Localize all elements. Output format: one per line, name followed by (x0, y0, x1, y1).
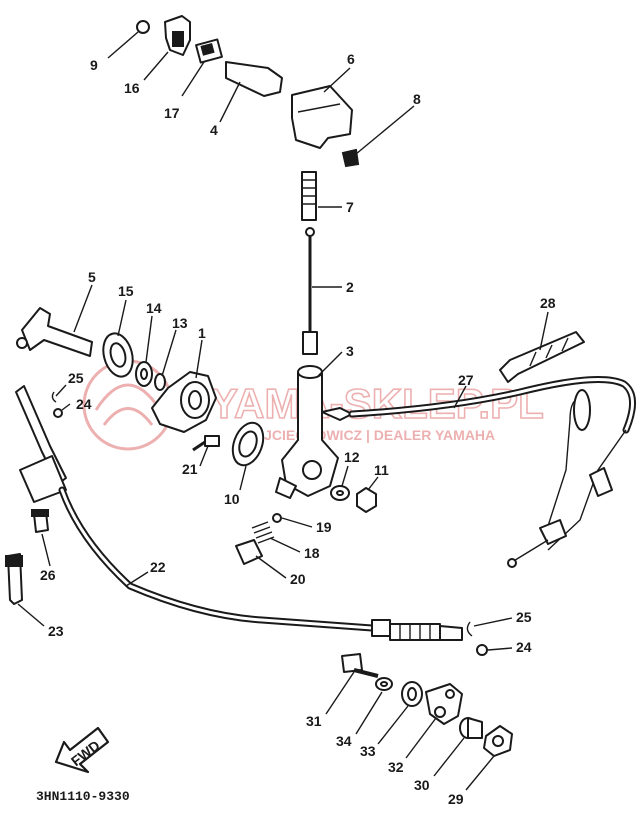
callout-22: 22 (150, 559, 166, 575)
callout-30: 30 (414, 777, 430, 793)
callout-25-upper: 25 (68, 370, 84, 386)
callout-4: 4 (210, 122, 218, 138)
callout-2: 2 (346, 279, 354, 295)
part-6-handle-grip (291, 85, 353, 149)
part-10-seal (231, 421, 265, 467)
part-4-pad (225, 61, 283, 97)
part-12-washer (330, 485, 350, 501)
fwd-arrow-icon: FWD (54, 726, 110, 774)
part-16-bracket (164, 15, 191, 56)
part-15-seal (102, 332, 134, 378)
callout-24-lower: 24 (516, 639, 532, 655)
part-3-shift-arm (275, 365, 339, 499)
callout-25-lower: 25 (516, 609, 532, 625)
callout-26: 26 (40, 567, 56, 583)
callout-18: 18 (304, 545, 320, 561)
part-11-nut (356, 487, 377, 513)
callout-3: 3 (346, 343, 354, 359)
watermark-subtitle: WOJCIECHOWICZ | DEALER YAMAHA (240, 427, 495, 443)
callout-19: 19 (316, 519, 332, 535)
part-7-stud (301, 171, 317, 221)
callout-28: 28 (540, 295, 556, 311)
callout-6: 6 (347, 51, 355, 67)
part-25-clip-upper (51, 391, 57, 403)
callout-21: 21 (182, 461, 198, 477)
watermark-brand: YAMA-SKLEP.PL (210, 380, 544, 427)
part-25-clip-lower (466, 621, 473, 637)
callout-24-upper: 24 (76, 396, 92, 412)
callout-13: 13 (172, 315, 188, 331)
callout-17: 17 (164, 105, 180, 121)
part-32-lever-plate (425, 683, 463, 725)
part-30-collar (459, 717, 483, 739)
callout-7: 7 (346, 199, 354, 215)
callout-8: 8 (413, 91, 421, 107)
part-18-spring (251, 521, 275, 544)
part-9-screw (136, 20, 150, 34)
callout-16: 16 (124, 80, 140, 96)
part-26-screw (31, 509, 49, 533)
part-34-washer (375, 677, 393, 691)
part-17-clip (195, 38, 223, 64)
part-20-cap (235, 539, 263, 565)
leader-lines (17, 31, 549, 791)
callout-34: 34 (336, 733, 352, 749)
callout-33: 33 (360, 743, 376, 759)
part-13-o-ring (154, 373, 166, 391)
part-28-strap (499, 331, 585, 383)
callout-1: 1 (198, 325, 206, 341)
part-2-rod (302, 227, 318, 355)
callout-20: 20 (290, 571, 306, 587)
callout-23: 23 (48, 623, 64, 639)
part-29-nut (483, 725, 513, 757)
part-33-collar (401, 681, 423, 707)
part-19-ball (272, 513, 282, 523)
part-23-tie (5, 553, 23, 605)
callout-32: 32 (388, 759, 404, 775)
callout-14: 14 (146, 300, 162, 316)
callout-labels: 9 16 17 4 6 8 7 2 3 5 15 14 13 1 25 24 2… (40, 51, 556, 807)
part-8-screw (341, 148, 360, 168)
callout-27: 27 (458, 372, 474, 388)
callout-5: 5 (88, 269, 96, 285)
part-24-pin-upper (53, 408, 63, 418)
part-27-cable (321, 376, 636, 568)
part-code: 3HN1110-9330 (36, 789, 130, 804)
part-31-bolt (341, 653, 379, 678)
callout-29: 29 (448, 791, 464, 807)
part-5-lever (16, 307, 93, 357)
callout-12: 12 (344, 449, 360, 465)
callout-31: 31 (306, 713, 322, 729)
part-22-cable (15, 385, 463, 641)
callout-11: 11 (374, 462, 389, 478)
watermark: YAMA-SKLEP.PL WOJCIECHOWICZ | DEALER YAM… (82, 359, 545, 451)
part-21-bolt (192, 435, 220, 452)
part-24-pin-lower (476, 644, 488, 656)
callout-15: 15 (118, 283, 134, 299)
part-14-washer (135, 361, 153, 387)
callout-10: 10 (224, 491, 240, 507)
part-1-housing (151, 371, 217, 433)
callout-9: 9 (90, 57, 98, 73)
